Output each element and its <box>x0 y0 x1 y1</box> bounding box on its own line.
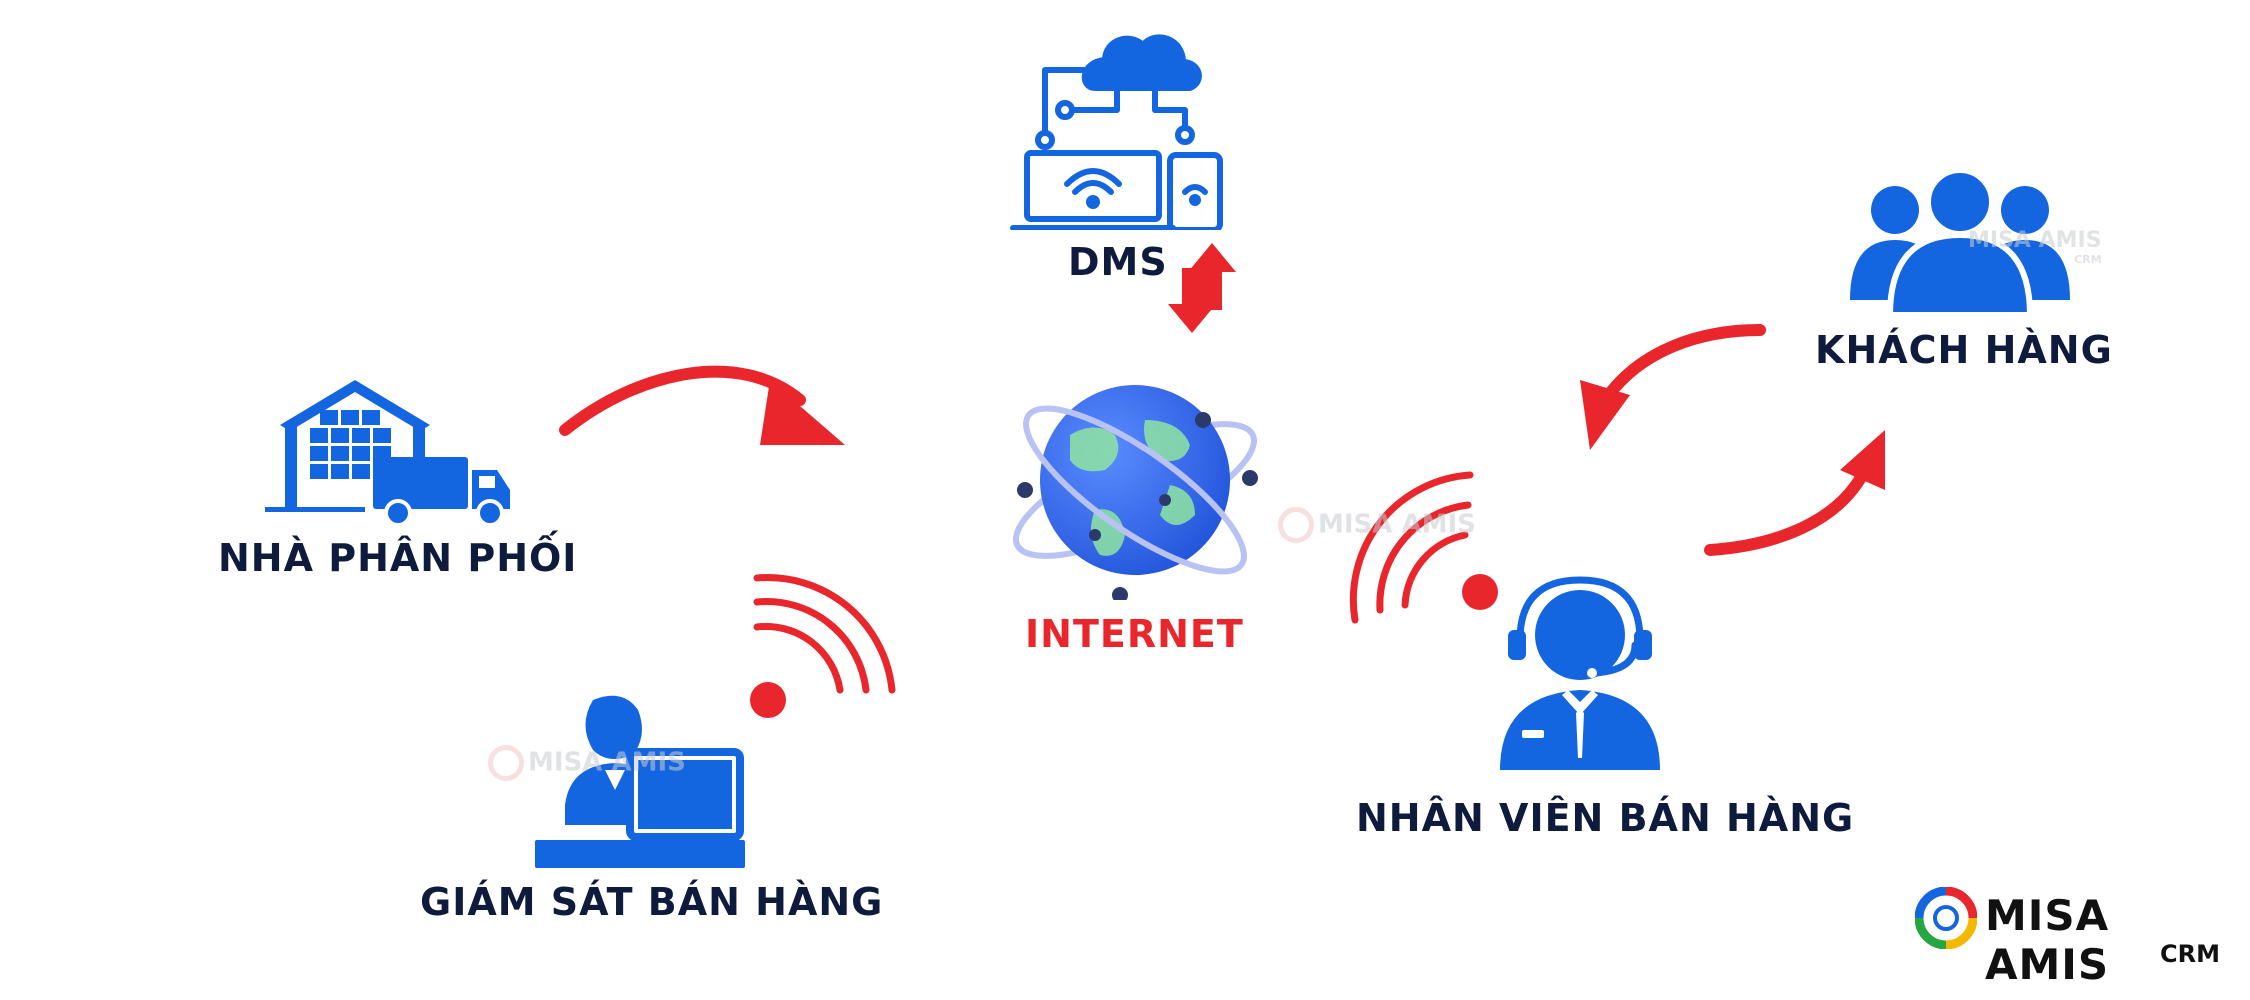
arrow-dms-internet-bidirectional <box>1168 243 1236 333</box>
signal-sales-icon <box>1349 471 1498 624</box>
watermark-mid: MISA AMIS <box>1278 507 1476 543</box>
sales-staff-label: NHÂN VIÊN BÁN HÀNG <box>1356 796 1855 840</box>
devices-cloud-icon <box>1010 34 1223 230</box>
logo-brand-text: MISA AMIS <box>1985 891 2110 989</box>
signal-supervisor-icon <box>750 574 896 718</box>
distributor-label: NHÀ PHÂN PHỐI <box>218 536 578 580</box>
watermark-supervisor: MISA AMIS <box>488 745 686 781</box>
arrow-customers-to-sales <box>1580 324 1766 450</box>
arrow-distributor-to-internet <box>559 365 845 445</box>
arrow-sales-to-customers <box>1704 430 1885 556</box>
globe-network-icon <box>1012 385 1258 600</box>
dms-label: DMS <box>1068 240 1168 284</box>
misa-logo-mark-icon <box>1915 887 1977 949</box>
headset-agent-icon <box>1500 576 1660 770</box>
logo-product-text: CRM <box>2160 940 2220 968</box>
internet-label: INTERNET <box>1025 612 1244 656</box>
warehouse-truck-icon <box>265 380 510 527</box>
customer-group-icon <box>1850 170 2070 318</box>
supervisor-label: GIÁM SÁT BÁN HÀNG <box>420 880 884 924</box>
misa-amis-logo: MISA AMIS CRM <box>1915 885 2230 989</box>
watermark-customers: MISA AMIS CRM <box>1968 228 2102 266</box>
supervisor-desk-icon <box>535 695 745 868</box>
customers-label: KHÁCH HÀNG <box>1815 328 2113 372</box>
